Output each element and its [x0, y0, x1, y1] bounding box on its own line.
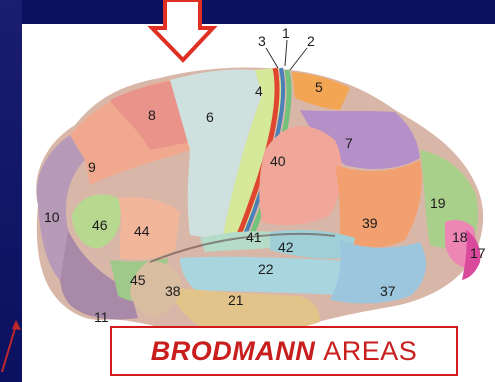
area-label-8: 8: [148, 107, 156, 123]
area-label-3: 3: [258, 33, 266, 49]
area-label-21: 21: [228, 292, 244, 308]
area-label-9: 9: [88, 159, 96, 175]
area-label-44: 44: [134, 223, 150, 239]
area-label-45: 45: [130, 272, 146, 288]
area-label-11: 11: [94, 309, 109, 325]
area-label-22: 22: [258, 261, 274, 277]
area-label-18: 18: [452, 229, 468, 245]
area-label-40: 40: [270, 153, 286, 169]
area-label-41: 41: [246, 229, 262, 245]
pointer-arrowhead-icon: [12, 320, 21, 330]
area-label-6: 6: [206, 109, 214, 125]
area-label-10: 10: [44, 209, 60, 225]
pointer-line: [2, 325, 16, 372]
area-37-region: [330, 240, 426, 303]
title-rest: AREAS: [323, 336, 417, 367]
title-bold: BRODMANN: [151, 336, 315, 367]
area-label-17: 17: [470, 245, 486, 261]
area-label-38: 38: [165, 283, 181, 299]
area-label-37: 37: [380, 283, 396, 299]
area-label-7: 7: [345, 135, 353, 151]
area-label-2: 2: [307, 33, 315, 49]
area-label-46: 46: [92, 217, 108, 233]
area-label-1: 1: [282, 25, 290, 41]
area-label-19: 19: [430, 195, 446, 211]
area-label-42: 42: [278, 239, 294, 255]
area-label-39: 39: [362, 215, 378, 231]
area-label-4: 4: [255, 83, 263, 99]
diagram-title: BRODMANN AREAS: [110, 326, 458, 376]
area-label-5: 5: [315, 79, 323, 95]
